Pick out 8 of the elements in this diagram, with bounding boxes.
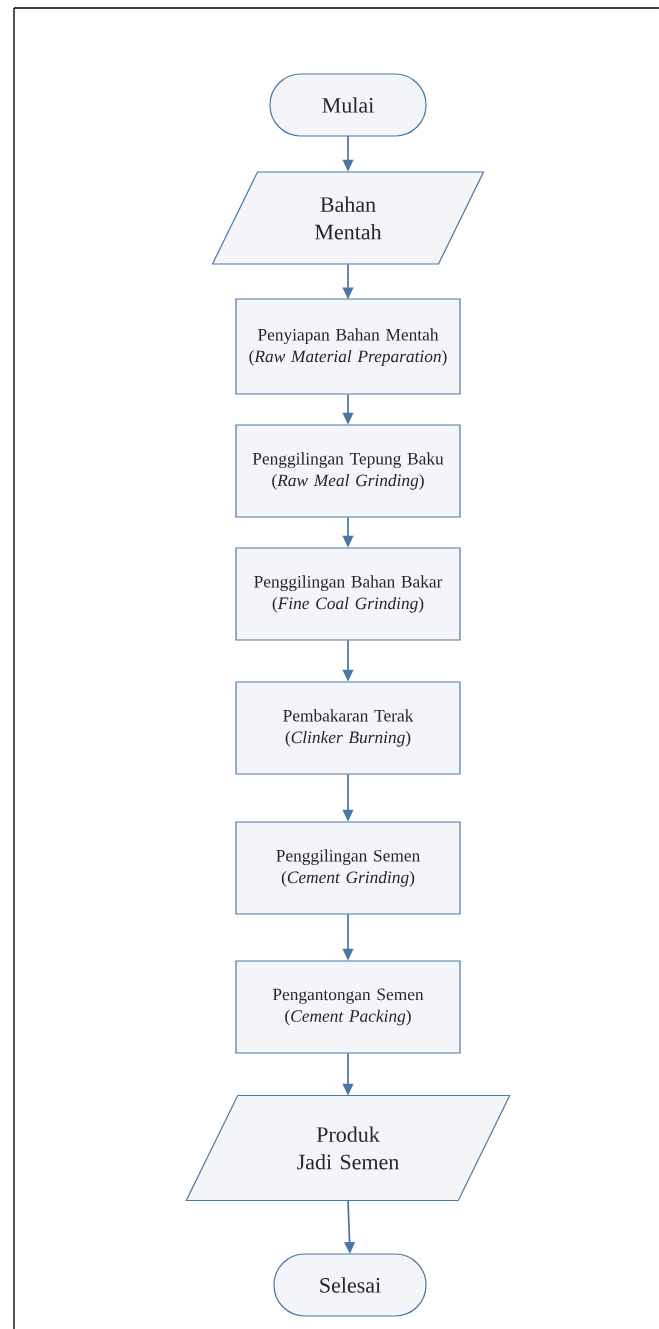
process-box: Pengantongan Semen (Cement Packing) [235,960,461,1054]
process-box: Penggilingan Semen (Cement Grinding) [235,821,461,915]
process-box: Pembakaran Terak (Clinker Burning) [235,681,461,775]
data-parallelogram: Bahan Mentah [211,171,485,265]
data-parallelogram: Produk Jadi Semen [185,1094,511,1202]
process-box: Penyiapan Bahan Mentah (Raw Material Preparation) [235,298,461,395]
process-box: Penggilingan Bahan Bakar (Fine Coal Grinding) [235,547,461,641]
process-box: Penggilingan Tepung Baku (Raw Meal Grinding) [235,424,461,518]
